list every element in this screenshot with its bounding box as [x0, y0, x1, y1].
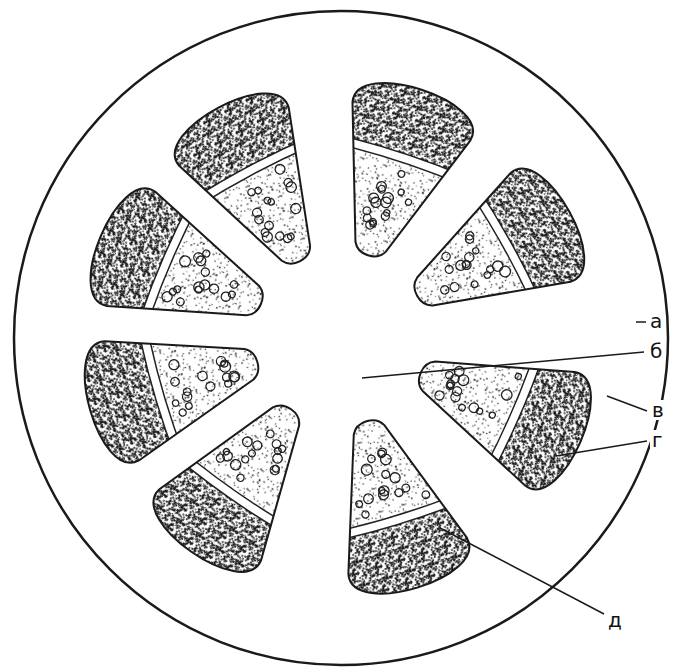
part-label: в: [650, 400, 666, 420]
vascular-bundle: [366, 110, 658, 385]
leader-lines: [362, 322, 647, 614]
vascular-bundles: [18, 17, 659, 661]
vascular-bundle: [22, 128, 307, 390]
leader-line: [636, 321, 646, 323]
stem-outline: [14, 11, 668, 665]
part-label: г: [650, 430, 665, 450]
leader-line: [556, 441, 647, 456]
part-label: б: [648, 341, 664, 361]
vascular-bundle: [271, 386, 517, 661]
leader-line: [607, 396, 647, 411]
part-label: а: [648, 311, 664, 331]
leader-line: [362, 352, 644, 378]
part-label: д: [606, 610, 624, 630]
leader-line: [440, 528, 604, 614]
